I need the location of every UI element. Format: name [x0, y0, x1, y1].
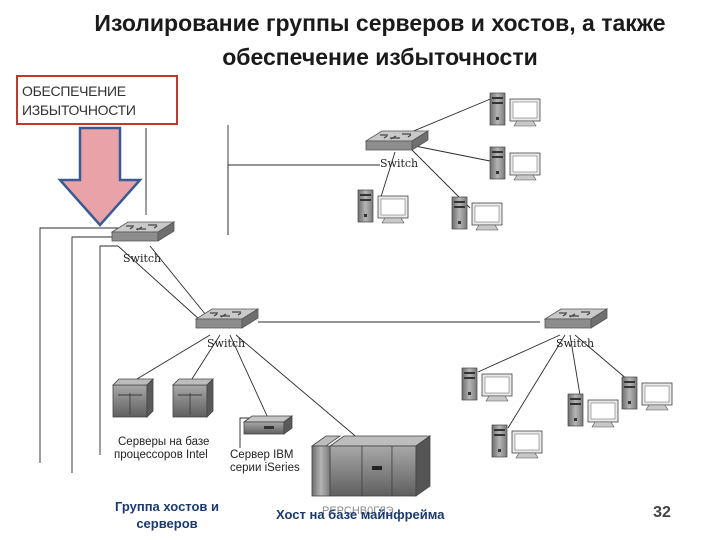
workstation-icon: [489, 146, 541, 181]
title-line-1: Изолирование группы серверов и хостов, а…: [94, 10, 666, 36]
callout-line-1: ОБЕСПЕЧЕНИЕ: [22, 83, 126, 99]
workstation-icon: [489, 92, 541, 127]
hosts-group-line-1: Группа хостов и: [114, 499, 220, 514]
ibm-iseries-server-icon: [242, 415, 294, 435]
mainframe-icon: [310, 435, 432, 497]
workstation-icon: [357, 189, 409, 224]
workstation-icon: [621, 376, 673, 411]
switch-label: Switch: [556, 337, 595, 350]
switch-right-icon: [544, 308, 608, 329]
hosts-group-label: Группа хостов и серверов: [92, 498, 242, 532]
title-line-2: обеспечение избыточности: [222, 44, 538, 70]
switch-middle-icon: [195, 308, 259, 329]
intel-servers-label: Серверы на базе процессоров Intel: [114, 436, 209, 462]
redundancy-arrow-icon: [57, 126, 143, 227]
workstation-icon: [461, 367, 513, 402]
watermark-text: РЕРСНВ0ГЛЭ: [322, 505, 394, 517]
page-number: 32: [653, 504, 671, 521]
redundancy-callout: ОБЕСПЕЧЕНИЕ ИЗБЫТОЧНОСТИ: [16, 75, 178, 125]
switch-label: Switch: [207, 337, 246, 350]
intel-servers-label-line-1: Серверы на базе: [118, 436, 210, 448]
connection-lines: [39, 94, 629, 473]
intel-server-icon: [172, 378, 214, 418]
intel-server-icon: [112, 378, 154, 418]
intel-servers-label-line-2: процессоров Intel: [114, 449, 208, 461]
ibm-server-label: Сервер IBM серии iSeries: [230, 449, 300, 475]
mainframe-host-label: Хост на базе майнфрейма: [276, 507, 445, 522]
switch-top-left-icon: [111, 221, 175, 242]
switch-label: Switch: [123, 252, 162, 265]
slide-title: Изолирование группы серверов и хостов, а…: [40, 6, 720, 74]
callout-line-2: ИЗБЫТОЧНОСТИ: [22, 102, 136, 118]
workstation-icon: [491, 424, 543, 459]
switch-label: Switch: [380, 157, 419, 170]
hosts-group-line-2: серверов: [136, 516, 198, 531]
ibm-server-label-line-2: серии iSeries: [230, 462, 300, 474]
workstation-icon: [567, 393, 619, 428]
ibm-server-label-line-1: Сервер IBM: [230, 449, 294, 461]
workstation-icon: [451, 196, 503, 231]
